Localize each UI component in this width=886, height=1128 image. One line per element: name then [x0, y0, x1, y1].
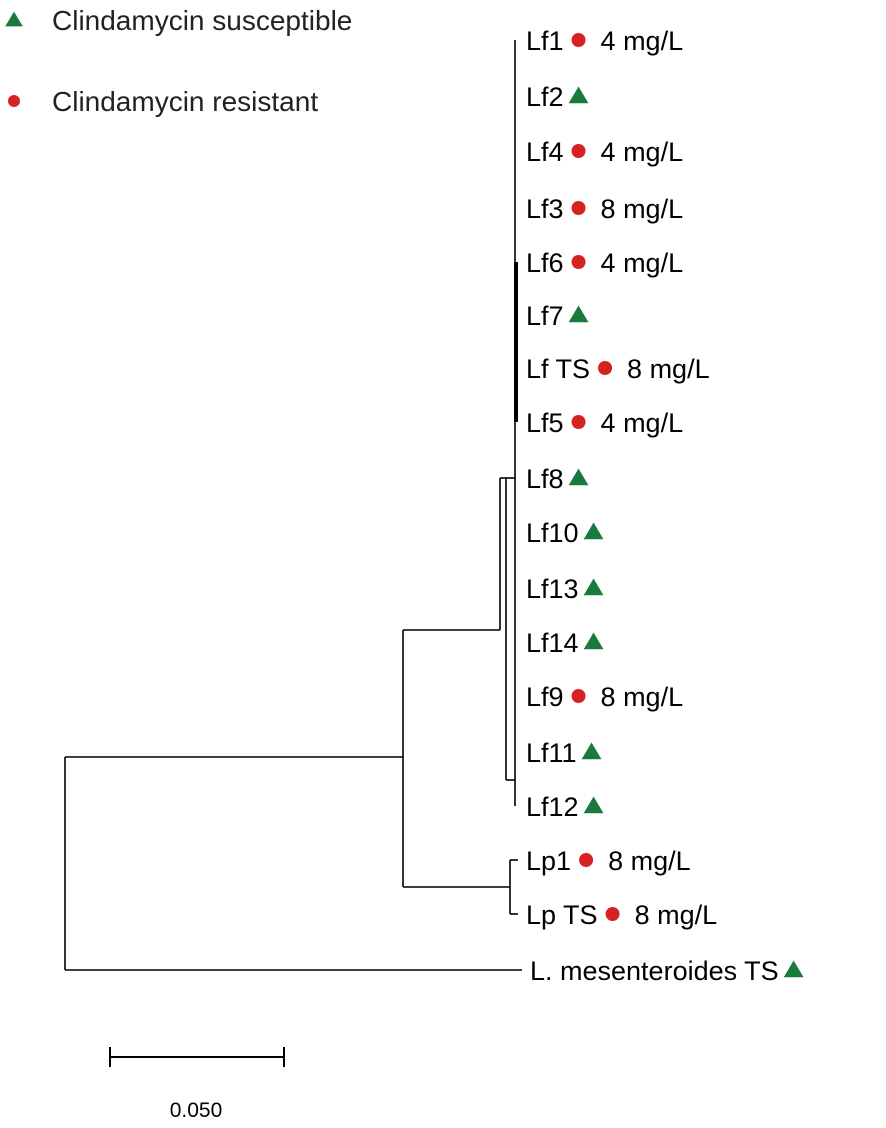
- leaf-2: Lf4 4 mg/L: [526, 137, 683, 167]
- leaf-label: Lp1: [526, 846, 571, 876]
- leaf-label: Lf7: [526, 301, 564, 331]
- leaf-16: Lp TS 8 mg/L: [526, 900, 717, 930]
- mic-label: 4 mg/L: [601, 137, 684, 167]
- leaf-label: Lf2: [526, 82, 564, 112]
- leaf-7: Lf5 4 mg/L: [526, 408, 683, 438]
- susceptible-triangle-marker-17: [783, 960, 804, 978]
- resistant-circle-marker-7: [571, 415, 586, 429]
- leaf-9: Lf10: [526, 518, 604, 548]
- resistant-circle-marker-2: [571, 144, 586, 158]
- susceptible-triangle-marker-5: [568, 305, 589, 323]
- susceptible-triangle-marker-10: [583, 578, 604, 596]
- susceptible-triangle-marker-1: [568, 86, 589, 104]
- leaf-8: Lf8: [526, 464, 589, 494]
- resistant-circle-marker-15: [579, 853, 594, 867]
- leaf-label: Lf10: [526, 518, 579, 548]
- leaf-label: Lf13: [526, 574, 579, 604]
- mic-label: 8 mg/L: [601, 682, 684, 712]
- leaf-label: Lp TS: [526, 900, 598, 930]
- leaf-6: Lf TS 8 mg/L: [526, 354, 710, 384]
- leaf-label: Lf8: [526, 464, 564, 494]
- susceptible-triangle-marker-8: [568, 468, 589, 486]
- susceptible-triangle-marker-13: [581, 742, 602, 760]
- leaf-11: Lf14: [526, 628, 604, 658]
- leaf-label: Lf3: [526, 194, 564, 224]
- mic-label: 8 mg/L: [608, 846, 691, 876]
- susceptible-triangle-marker-9: [583, 522, 604, 540]
- mic-label: 4 mg/L: [601, 408, 684, 438]
- resistant-circle-marker-3: [571, 201, 586, 215]
- leaf-17: L. mesenteroides TS: [530, 956, 804, 986]
- leaf-label: Lf9: [526, 682, 564, 712]
- scale-bar-label: 0.050: [170, 1099, 223, 1122]
- leaf-label: Lf TS: [526, 354, 590, 384]
- susceptible-triangle-marker-14: [583, 796, 604, 814]
- resistant-circle-marker-12: [571, 689, 586, 703]
- leaf-5: Lf7: [526, 301, 589, 331]
- tree-branches: [64, 40, 522, 971]
- leaf-12: Lf9 8 mg/L: [526, 682, 683, 712]
- leaf-label: L. mesenteroides TS: [530, 956, 779, 986]
- resistant-circle-marker-6: [598, 361, 613, 375]
- susceptible-triangle-marker-legend-0: [5, 11, 23, 27]
- leaf-15: Lp1 8 mg/L: [526, 846, 691, 876]
- resistant-circle-marker-0: [571, 33, 586, 47]
- leaf-label: Lf5: [526, 408, 564, 438]
- legend-label-1: Clindamycin resistant: [52, 86, 318, 117]
- resistant-circle-marker-4: [571, 255, 586, 269]
- leaf-label: Lf11: [526, 738, 577, 768]
- mic-label: 8 mg/L: [635, 900, 718, 930]
- leaf-13: Lf11: [526, 738, 602, 768]
- leaf-0: Lf1 4 mg/L: [526, 26, 683, 56]
- leaf-label: Lf1: [526, 26, 564, 56]
- leaf-label: Lf4: [526, 137, 564, 167]
- leaf-10: Lf13: [526, 574, 604, 604]
- resistant-circle-marker-16: [605, 907, 620, 921]
- leaf-3: Lf3 8 mg/L: [526, 194, 683, 224]
- leaf-label: Lf6: [526, 248, 564, 278]
- mic-label: 8 mg/L: [601, 194, 684, 224]
- susceptible-triangle-marker-11: [583, 632, 604, 650]
- leaf-label: Lf14: [526, 628, 579, 658]
- leaf-14: Lf12: [526, 792, 604, 822]
- leaf-1: Lf2: [526, 82, 589, 112]
- mic-label: 4 mg/L: [601, 248, 684, 278]
- leaf-label: Lf12: [526, 792, 579, 822]
- mic-label: 8 mg/L: [627, 354, 710, 384]
- mic-label: 4 mg/L: [601, 26, 684, 56]
- scale-bar: 0.050: [109, 1047, 285, 1122]
- resistant-circle-marker-legend-1: [8, 95, 20, 107]
- leaf-4: Lf6 4 mg/L: [526, 248, 683, 278]
- legend-label-0: Clindamycin susceptible: [52, 5, 352, 36]
